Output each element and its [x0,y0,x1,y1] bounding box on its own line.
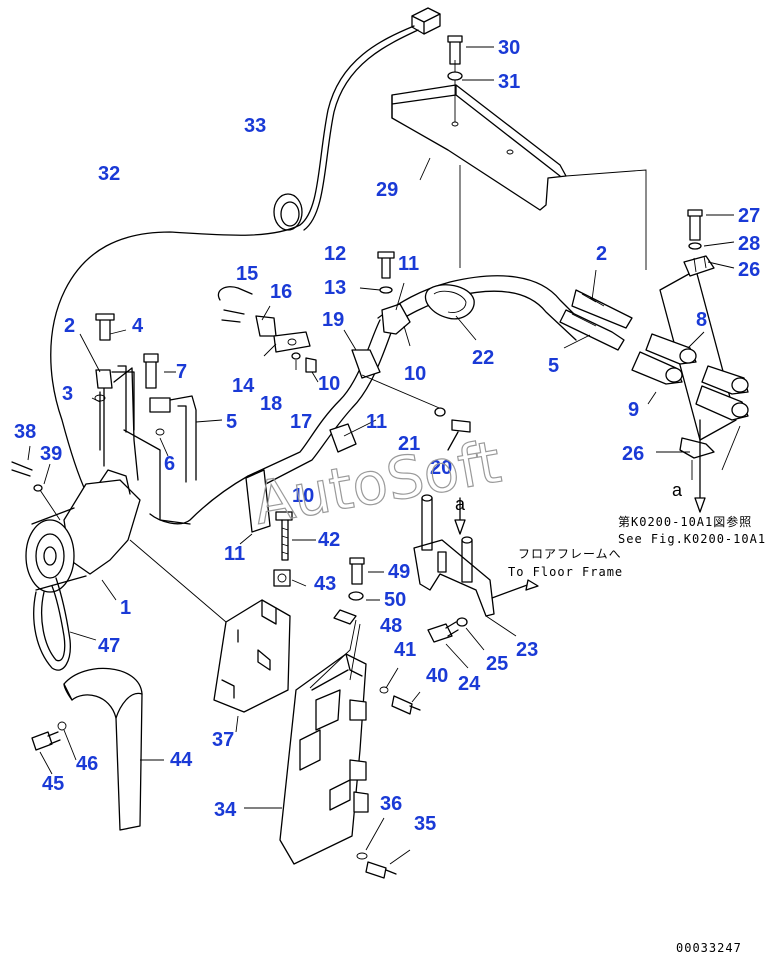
bracket-23 [413,494,539,669]
callout-15: 15 [236,263,258,285]
callout-30: 30 [498,37,520,59]
callout-10-low: 10 [292,485,314,507]
bolt-20 [434,407,471,451]
callout-28: 28 [738,233,760,255]
compressor [11,367,191,671]
figure-number: 00033247 [676,941,742,955]
callout-48: 48 [380,615,402,637]
bracket-11 [239,469,316,561]
callout-16: 16 [270,281,292,303]
callout-5-right: 5 [548,355,559,377]
callout-21: 21 [398,433,420,455]
callout-42: 42 [318,529,340,551]
callout-4: 4 [132,315,144,337]
reference-note-en: See Fig.K0200-10A1 [618,532,766,546]
hose-assembly [149,269,633,525]
callout-18: 18 [260,393,282,415]
callout-6: 6 [164,453,175,475]
callout-7: 7 [176,361,187,383]
callout-29: 29 [376,179,398,201]
callout-25: 25 [486,653,508,675]
watermark: AutoSoft [249,428,506,538]
callout-14: 14 [232,375,255,397]
callout-26-bottom: 26 [622,443,644,465]
callout-20: 20 [430,457,452,479]
callout-31: 31 [498,71,520,93]
bracket-29 [391,35,647,270]
callout-labels: 30 31 33 32 29 27 28 26 12 11 13 15 16 2… [14,37,760,835]
bracket-37 [129,539,307,733]
callout-2-left: 2 [64,315,75,337]
callout-5-left: 5 [226,411,237,433]
callout-19: 19 [322,309,344,331]
callout-50: 50 [384,589,406,611]
reference-note-jp: 第K0200-10A1図参照 [618,514,752,529]
fittings [631,209,749,513]
bracket-34 [244,557,421,879]
callout-46: 46 [76,753,98,775]
callout-40: 40 [426,665,448,687]
callout-43: 43 [314,573,336,595]
callout-10-top: 10 [404,363,426,385]
callout-1: 1 [120,597,131,619]
callout-9: 9 [628,399,639,421]
view-marker-a-top: a [455,494,466,514]
clips [217,251,395,383]
callout-13: 13 [324,277,346,299]
callout-11-mid: 11 [366,411,387,433]
callout-11-low: 11 [224,543,245,565]
callout-2-right: 2 [596,243,607,265]
callout-47: 47 [98,635,120,657]
callout-23: 23 [516,639,538,661]
callout-33: 33 [244,115,266,137]
callout-24: 24 [458,673,481,695]
callout-35: 35 [414,813,436,835]
callout-38: 38 [14,421,36,443]
floor-note-en: To Floor Frame [508,565,623,579]
callout-49: 49 [388,561,410,583]
callout-22: 22 [472,347,494,369]
callout-8: 8 [696,309,707,331]
callout-37: 37 [212,729,234,751]
callout-26-top: 26 [738,259,760,281]
callout-36: 36 [380,793,402,815]
callout-17: 17 [290,411,312,433]
wire-harness [50,7,441,493]
callout-11-top: 11 [398,253,419,275]
pipes-left [79,313,223,483]
callout-45: 45 [42,773,64,795]
floor-note-jp: フロアフレームへ [518,547,622,561]
callout-12: 12 [324,243,346,265]
callout-32: 32 [98,163,120,185]
callout-44: 44 [170,749,193,771]
callout-39: 39 [40,443,62,465]
callout-41: 41 [394,639,416,661]
callout-10-mid: 10 [318,373,340,395]
callout-34: 34 [214,799,237,821]
callout-3: 3 [62,383,73,405]
belt-cover [31,667,164,831]
view-marker-a-left: a [672,480,683,500]
callout-27: 27 [738,205,760,227]
